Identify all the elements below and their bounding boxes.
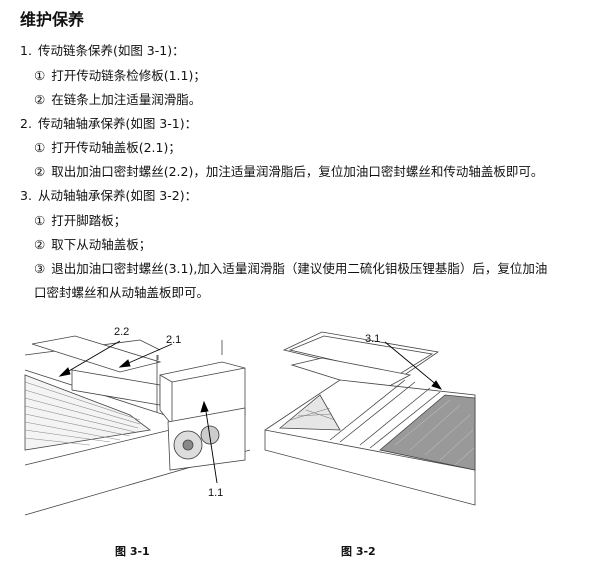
- section-1-heading: 1.传动链条保养(如图 3-1)：: [20, 43, 185, 58]
- label-3-1: 3.1: [365, 333, 380, 345]
- figure-3-2-caption: 图 3-2: [341, 545, 376, 558]
- figure-3-1-caption: 图 3-1: [115, 545, 150, 558]
- figure-3-1-drawing: 2.2 2.1 1.1: [24, 326, 251, 516]
- label-2-1: 2.1: [166, 334, 181, 346]
- figure-3-2-drawing: 3.1: [264, 331, 476, 506]
- label-1-1: 1.1: [208, 487, 223, 499]
- section-2-heading: 2.传动轴轴承保养(如图 3-1)：: [20, 116, 198, 131]
- section-3-step-3-continued: 口密封螺丝和从动轴盖板即可。: [34, 285, 210, 300]
- section-3-heading: 3.从动轴轴承保养(如图 3-2)：: [20, 188, 198, 203]
- label-2-2: 2.2: [114, 326, 129, 338]
- section-title: 维护保养: [20, 10, 85, 29]
